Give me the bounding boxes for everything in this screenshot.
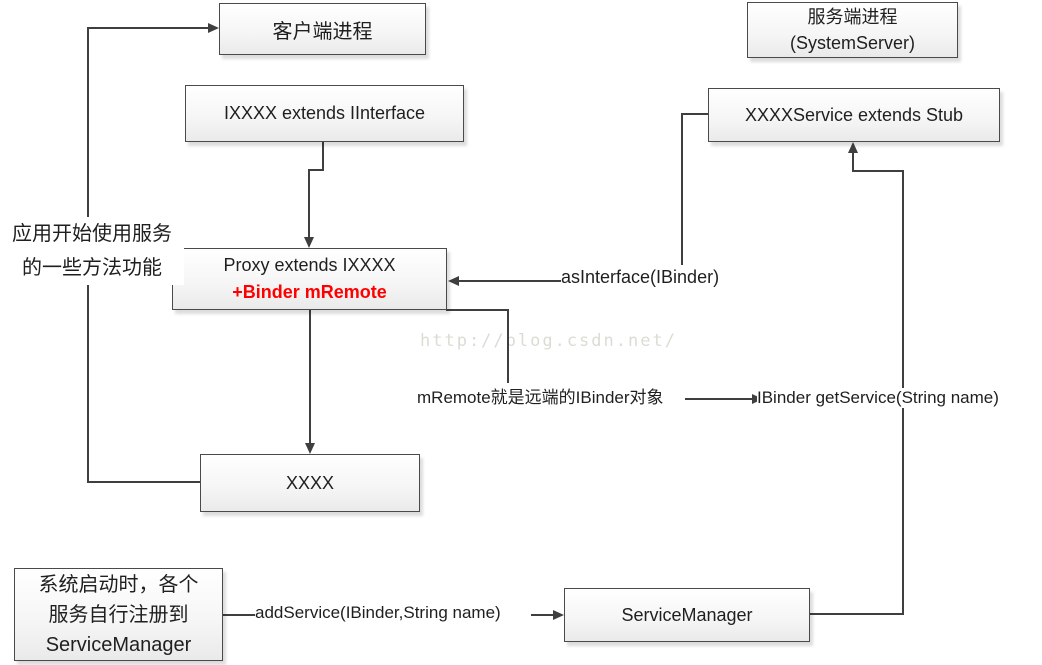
box-server-process: 服务端进程 (SystemServer): [747, 2, 958, 58]
register-note-line1: 系统启动时，各个: [38, 573, 199, 596]
connector-asinterface-to-proxy: [459, 280, 561, 282]
app-usage-note: 应用开始使用服务 的一些方法功能: [0, 217, 184, 285]
xxxxservice-stub-label: XXXXService extends Stub: [744, 104, 964, 125]
register-note-line2: 服务自行注册到: [48, 603, 189, 626]
box-xxxx: XXXX: [200, 454, 420, 512]
client-process-label: 客户端进程: [272, 20, 373, 43]
connector-iface-to-proxy-jog: [308, 169, 324, 171]
connector-mremote-to-getservice: [685, 398, 753, 400]
arrowhead-into-xxxx-icon: [305, 443, 315, 454]
connector-proxy-to-mremote-note-vertical: [507, 309, 509, 383]
connector-asinterface-to-stub-vertical: [681, 113, 683, 265]
box-register-note: 系统启动时，各个 服务自行注册到 ServiceManager: [14, 568, 223, 661]
app-usage-note-line2: 的一些方法功能: [22, 257, 162, 279]
connector-xxxx-left-horizontal: [87, 481, 200, 483]
service-manager-label: ServiceManager: [621, 604, 753, 625]
xxxx-label: XXXX: [285, 472, 335, 493]
arrowhead-into-proxy-icon: [304, 237, 314, 248]
asinterface-label: asInterface(IBinder): [561, 267, 720, 288]
arrowhead-into-proxy-right-icon: [448, 276, 459, 286]
app-usage-note-line1: 应用开始使用服务: [12, 223, 172, 245]
arrowhead-into-servicemanager-icon: [553, 610, 564, 620]
connector-asinterface-to-stub-horizontal: [681, 113, 708, 115]
connector-iface-to-proxy-seg1: [322, 141, 324, 171]
box-proxy: Proxy extends IXXXX +Binder mRemote: [172, 248, 447, 310]
box-service-manager: ServiceManager: [564, 588, 810, 642]
register-note-line3: ServiceManager: [45, 633, 192, 656]
proxy-label-line1: Proxy extends IXXXX: [223, 255, 396, 275]
connector-addservice-to-servicemanager: [531, 614, 555, 616]
box-xxxxservice-stub: XXXXService extends Stub: [708, 88, 1000, 142]
connector-proxy-to-xxxx: [309, 310, 311, 444]
box-ixxxx-interface: IXXXX extends IInterface: [185, 85, 464, 142]
connector-iface-to-proxy-seg2: [308, 169, 310, 238]
connector-to-client-horizontal: [87, 27, 209, 29]
mremote-note-label: mRemote就是远端的IBinder对象: [417, 383, 664, 408]
server-process-label-line1: 服务端进程: [807, 7, 898, 27]
arrowhead-into-stub-icon: [848, 142, 858, 153]
connector-getservice-to-stub-seg1: [852, 152, 854, 172]
connector-servicemanager-right-horizontal: [810, 613, 904, 615]
box-client-process: 客户端进程: [219, 3, 426, 55]
connector-proxy-to-mremote-note-horizontal: [446, 309, 509, 311]
connector-getservice-to-stub-jog: [852, 170, 904, 172]
addservice-label: addService(IBinder,String name): [255, 603, 501, 623]
proxy-binder-mremote-label: +Binder mRemote: [232, 282, 387, 302]
getservice-label: IBinder getService(String name): [757, 388, 999, 408]
connector-register-to-addservice: [222, 614, 255, 616]
server-process-label-line2: (SystemServer): [789, 33, 915, 53]
csdn-watermark: http://blog.csdn.net/: [420, 331, 677, 351]
arrowhead-into-client-process-icon: [208, 23, 219, 33]
ixxxx-interface-label: IXXXX extends IInterface: [223, 103, 426, 123]
